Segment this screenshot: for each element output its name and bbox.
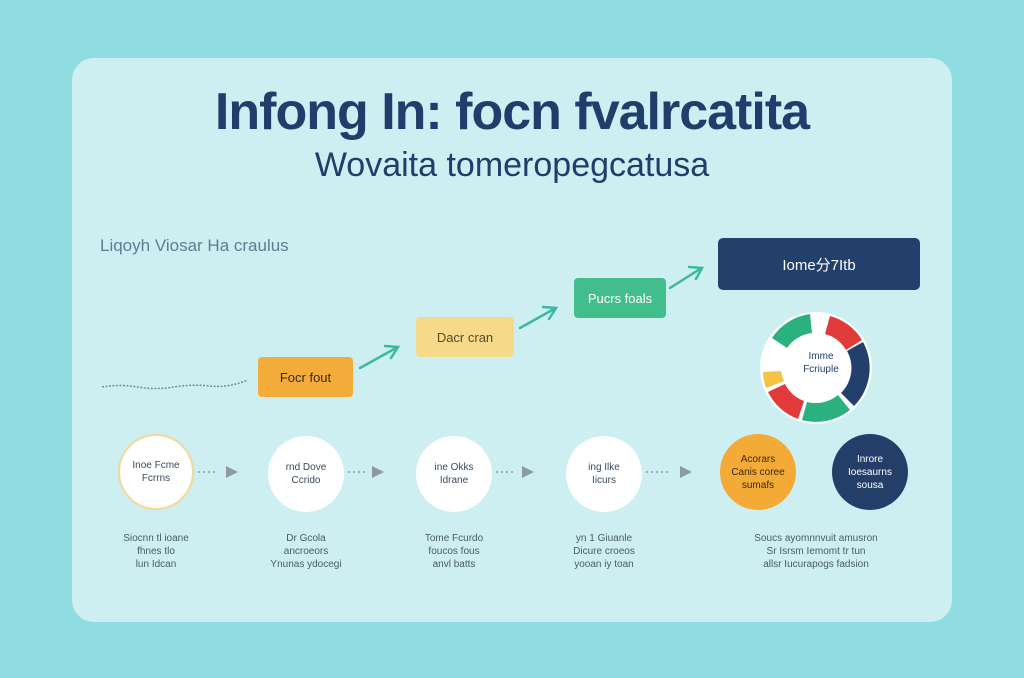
stage-5-line3: sumafs — [741, 479, 775, 491]
connector-arrow-4-icon — [680, 466, 692, 478]
arrowhead-3 — [687, 265, 705, 281]
connector-arrow-2-icon — [372, 466, 384, 478]
page-subtitle: Wovaita tomeropegcatusa — [314, 146, 710, 184]
arrowhead-1 — [383, 344, 401, 360]
stage-6-line1: Inrore — [856, 453, 884, 465]
stage-circle-4: ing Ilke Iicurs — [566, 436, 642, 512]
stage-1-line1: Inoe Fcme — [132, 460, 180, 471]
stage-caption-1: Siocnn tl ioane fhnes tlo lun Idcan — [96, 532, 216, 571]
stage-2-line1: rnd Dove — [285, 462, 327, 473]
connector-arrow-1-icon — [226, 466, 238, 478]
step-3-box: Pucrs foals — [574, 278, 666, 318]
donut-segment-green-top — [772, 314, 812, 348]
step-4-box: Iome分7Itb — [718, 238, 920, 290]
page-title: Infong In: focn fvalrcatita — [214, 83, 810, 141]
donut-label-line1: Imme — [808, 351, 834, 362]
step-1-box: Focr fout — [258, 357, 353, 397]
stage-3-line1: ine Okks — [434, 462, 474, 473]
donut-label-line2: Fcriuple — [803, 364, 839, 375]
stage-1-line2: Fcrrns — [141, 473, 171, 484]
caption-4-line3: yooan iy toan — [574, 559, 634, 570]
donut-segment-green-bottom — [802, 395, 850, 422]
caption-1-line1: Siocnn tl ioane — [123, 533, 189, 544]
stage-caption-3: Tome Fcurdo foucos fous anvl batts — [394, 532, 514, 571]
arrow-step-3-4 — [668, 267, 702, 290]
stage-circle-3: ine Okks Idrane — [416, 436, 492, 512]
caption-1-line3: lun Idcan — [135, 559, 177, 570]
donut-segment-navy — [841, 342, 870, 406]
stage-5-line1: Acorars — [740, 453, 776, 465]
stage-circle-5: Acorars Canis coree sumafs — [720, 434, 796, 510]
section-label: Liqoyh Viosar Ha craulus — [100, 236, 289, 255]
stage-circle-1: Inoe Fcme Fcrrns — [118, 434, 194, 510]
caption-3-line2: foucos fous — [428, 546, 480, 557]
stage-3-line2: Idrane — [439, 475, 469, 486]
stage-6-line2: Ioesaurns — [848, 466, 892, 478]
caption-3-line1: Tome Fcurdo — [424, 533, 484, 544]
stage-4-line1: ing Ilke — [588, 462, 620, 473]
caption-2-line2: ancroeors — [283, 546, 329, 557]
arrowhead-2 — [541, 305, 559, 321]
donut-center-label: Imme Fcriuple — [776, 350, 866, 376]
donut-segment-yellow — [763, 371, 784, 388]
arrow-step-1-2 — [358, 346, 398, 370]
stage-6-line3: sousa — [856, 479, 884, 491]
wavy-baseline — [101, 379, 249, 390]
stage-5-line2: Canis coree — [731, 466, 785, 478]
stage-circle-6: Inrore Ioesaurns sousa — [832, 434, 908, 510]
donut-segment-red-top — [825, 316, 862, 350]
donut-chart — [760, 312, 872, 424]
arrow-step-2-3 — [518, 307, 556, 330]
caption-5-line1: Soucs ayomnnvuit amusron — [754, 533, 878, 544]
caption-2-line3: Ynunas ydocegi — [270, 559, 342, 570]
stage-caption-4: yn 1 Giuanle Dicure croeos yooan iy toan — [544, 532, 664, 571]
caption-1-line2: fhnes tlo — [137, 546, 175, 557]
caption-5-line2: Sr Isrsm Iemomt tr tun — [766, 546, 866, 557]
donut-segment-red-bottom — [768, 384, 804, 419]
caption-4-line1: yn 1 Giuanle — [575, 533, 633, 544]
caption-5-line3: allsr Iucurapogs fadsion — [763, 559, 869, 570]
caption-3-line3: anvl batts — [432, 559, 476, 570]
stage-circle-2: rnd Dove Ccrido — [268, 436, 344, 512]
connector-arrow-3-icon — [522, 466, 534, 478]
stage-caption-5: Soucs ayomnnvuit amusron Sr Isrsm Iemomt… — [732, 532, 900, 571]
step-2-box: Dacr cran — [416, 317, 514, 357]
stage-caption-2: Dr Gcola ancroeors Ynunas ydocegi — [246, 532, 366, 571]
stage-2-line2: Ccrido — [291, 475, 321, 486]
stage-4-line2: Iicurs — [592, 475, 616, 486]
caption-4-line2: Dicure croeos — [573, 546, 635, 557]
caption-2-line1: Dr Gcola — [286, 533, 326, 544]
